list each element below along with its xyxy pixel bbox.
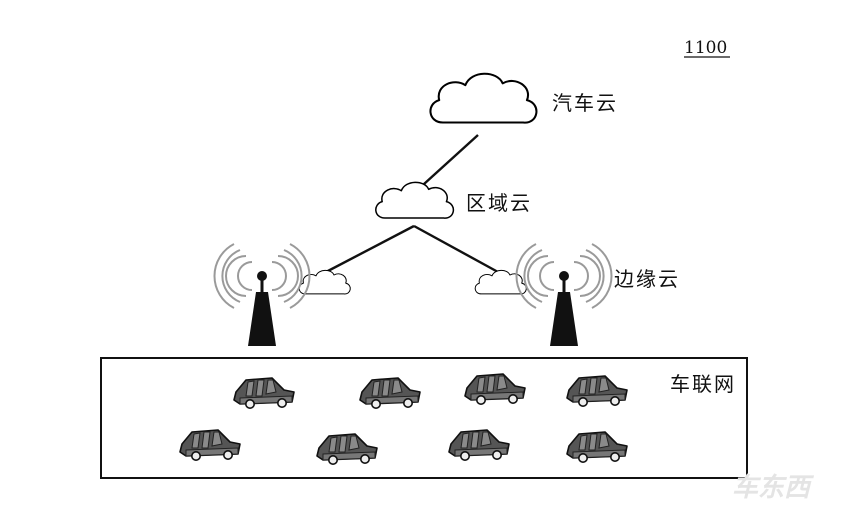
tower-right-icon [515,243,613,346]
car-cloud-icon [429,72,538,124]
iov-box [100,357,748,479]
car-icon [448,429,510,462]
regional-cloud-icon [375,181,455,219]
link-car-to-regional [423,134,479,185]
regional-cloud-label: 区域云 [466,191,532,215]
car-icon [179,429,241,462]
network-links [325,134,499,274]
edge-cloud-label: 边缘云 [614,267,680,291]
car-icon [233,377,295,410]
tower-left-icon [213,243,311,346]
figure-number: 1100 [684,38,727,58]
car-icon [316,433,378,466]
car-icon [566,431,628,464]
car-icon [464,373,526,406]
iov-label: 车联网 [670,372,736,396]
link-regional-to-edge-right [413,224,499,274]
car-icon [359,377,421,410]
link-regional-to-edge-left [325,224,415,274]
car-cloud-label: 汽车云 [552,91,618,115]
watermark: 车东西 [732,473,815,503]
car-icon [566,375,628,408]
